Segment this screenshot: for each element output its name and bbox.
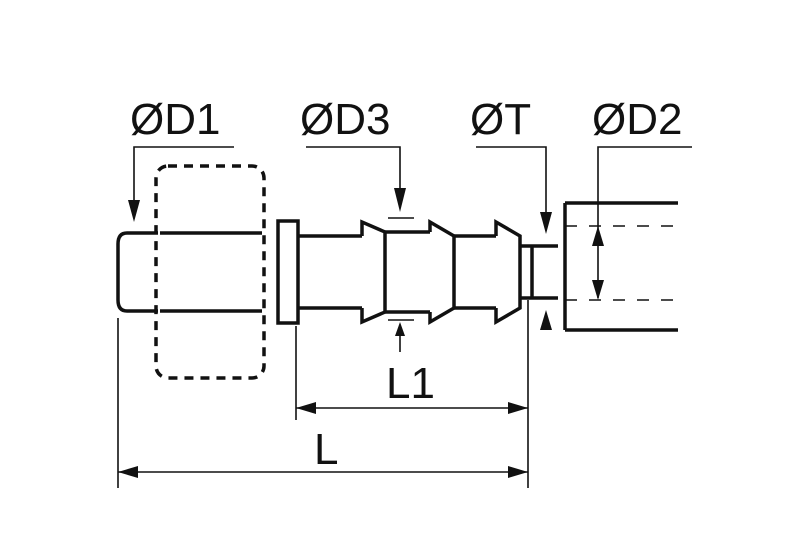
nut-dashed (154, 164, 266, 380)
barbed-body (298, 218, 558, 326)
extension-lines (117, 300, 529, 488)
label-d1: ØD1 (130, 95, 220, 144)
label-d2: ØD2 (592, 95, 682, 144)
leader-t (476, 146, 552, 234)
hose (563, 201, 678, 332)
leader-d2 (592, 146, 692, 300)
tube-end (116, 231, 262, 313)
label-d3: ØD3 (300, 95, 390, 144)
collar (276, 219, 300, 325)
dimension-l (118, 466, 528, 478)
label-l1: L1 (386, 359, 435, 408)
label-t: ØT (470, 95, 531, 144)
dimension-l1 (296, 402, 528, 414)
leader-d1 (128, 146, 234, 222)
arrow-t-bottom (540, 310, 552, 330)
leader-d3 (306, 146, 414, 219)
arrow-d3-bottom (388, 319, 414, 352)
label-l: L (314, 425, 338, 474)
